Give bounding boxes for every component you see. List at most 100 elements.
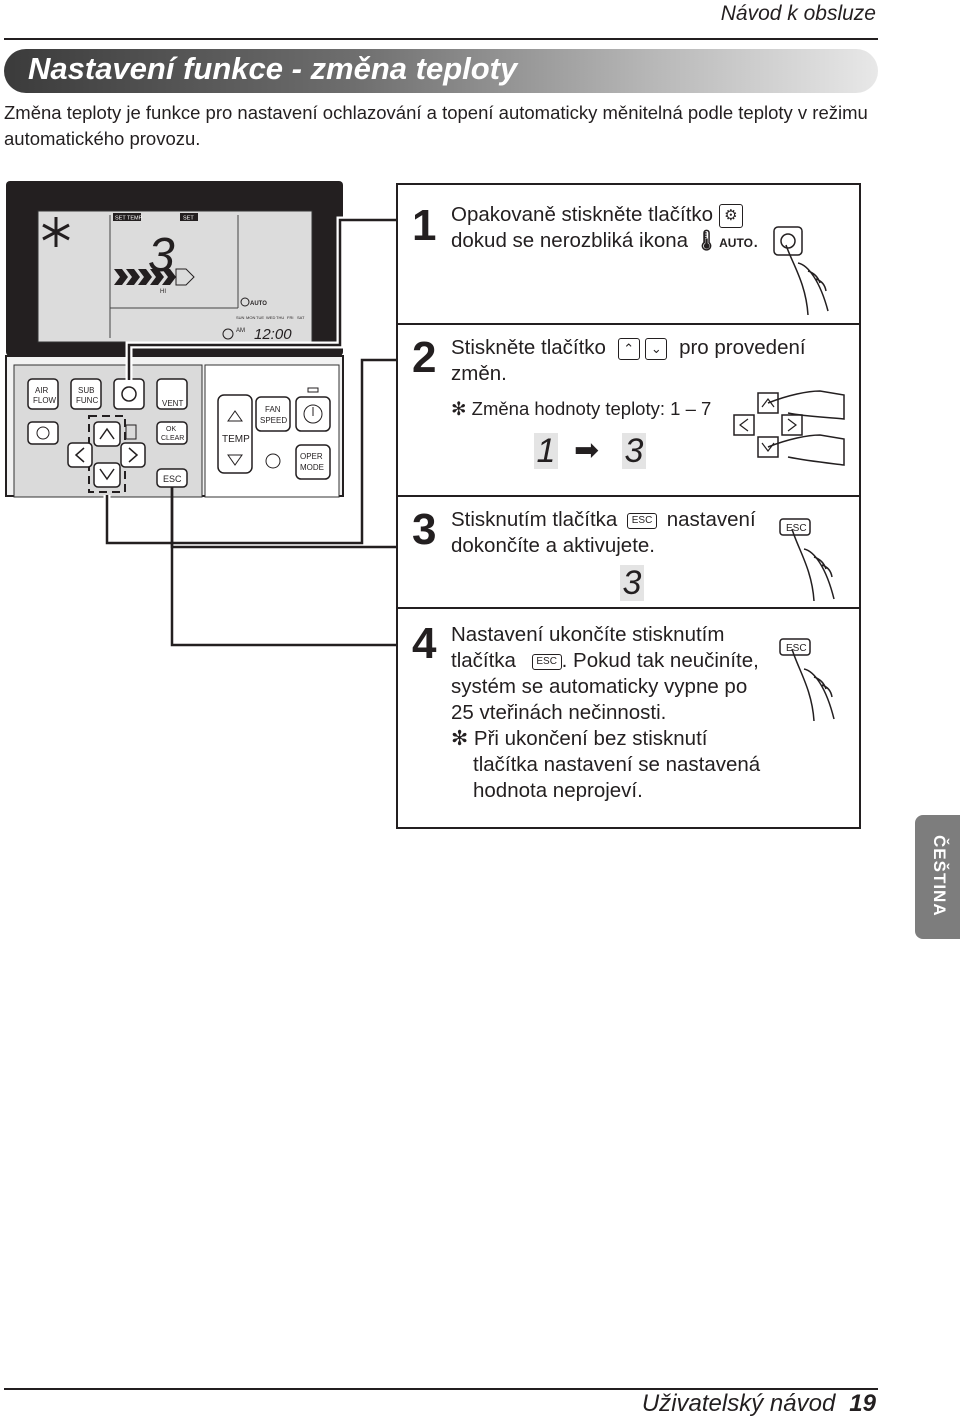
esc-label: ESC: [163, 474, 182, 484]
sensor-icon: [265, 453, 281, 469]
manual-title: Návod k obsluze: [720, 2, 876, 25]
footer-rule: [4, 1388, 878, 1390]
up-button: [93, 421, 121, 447]
left-button: [67, 442, 93, 468]
air-flow-label: AIR: [35, 386, 49, 395]
left-arrow-icon: [74, 447, 85, 463]
thermometer-icon: [240, 297, 250, 307]
intro-text: Změna teploty je funkce pro nastavení oc…: [4, 102, 868, 149]
to-value: 3: [622, 433, 646, 469]
day-sun: SUN: [236, 315, 245, 320]
day-mon: MON: [246, 315, 255, 320]
step-4-line-3: systém se automaticky vypne po: [451, 675, 748, 698]
power-indicator: [307, 387, 319, 393]
sub-func-label: SUB: [78, 386, 94, 395]
vent-button: [156, 378, 188, 410]
page-number: 19: [849, 1390, 876, 1417]
day-sat: SAT: [297, 315, 305, 320]
temp-up-icon: [227, 410, 243, 422]
settings-button: [113, 378, 145, 410]
step-4-line-1: Nastavení ukončíte stisknutím: [451, 623, 725, 646]
from-value: 1: [534, 433, 558, 469]
step-divider: [398, 323, 859, 325]
esc-key-icon: ESC: [531, 653, 562, 670]
gear-icon: [121, 386, 137, 402]
day-wed: WED: [266, 315, 275, 320]
esc-press-finger-icon: ESC: [779, 638, 835, 722]
step-4-line-2: tlačítka ESC. Pokud tak neučiníte,: [451, 649, 759, 672]
up-arrow-icon: [99, 427, 115, 440]
snowflake-bullet-icon: ✻: [451, 398, 467, 419]
down-button: [93, 462, 121, 488]
esc-key-icon: ESC: [627, 512, 658, 529]
step-4-line-4: 25 vteřinách nečinnosti.: [451, 701, 667, 724]
temp-down-icon: [227, 454, 243, 466]
day-thu: THU: [276, 315, 284, 320]
day-tue: TUE: [256, 315, 264, 320]
clear-label: CLEAR: [161, 435, 184, 442]
step-3-line-2: dokončíte a aktivujete.: [451, 534, 655, 557]
temp-label: TEMP: [222, 434, 250, 445]
ok-label: OK: [166, 426, 176, 433]
value-change-display: 1 ➡ 3: [534, 433, 724, 473]
step-1-number: 1: [412, 201, 437, 250]
footer-title: Uživatelský návod: [641, 1390, 836, 1417]
gear-key-icon: ⚙: [718, 203, 743, 228]
temp-rocker: [217, 394, 253, 474]
down-arrow-icon: [99, 468, 115, 481]
step-2-note: ✻ Změna hodnoty teploty: 1 – 7: [451, 398, 712, 419]
step-4-note-1: ✻ Při ukončení bez stisknutí: [451, 727, 708, 750]
set-label: SET: [183, 216, 194, 222]
step-3-value: 3: [620, 565, 644, 601]
air-flow-label-2: FLOW: [33, 396, 57, 405]
clock-icon: [222, 328, 234, 340]
step-4-note-2: tlačítka nastavení se nastavená: [473, 753, 761, 776]
fan-level-label: HI: [160, 289, 166, 295]
step-3-line-1: Stisknutím tlačítka ESC nastavení: [451, 508, 756, 531]
step-1-line-1: Opakovaně stiskněte tlačítko ⚙: [451, 202, 743, 228]
step-2-line-2: změn.: [451, 362, 507, 385]
section-title-bar: [4, 49, 878, 93]
auto-thermometer-icon: 🌡AUTO: [693, 230, 753, 252]
oper-mode-label: OPER: [300, 452, 323, 461]
fan-speed-button: [255, 396, 291, 432]
air-flow-button: [27, 378, 59, 410]
svg-text:ESC: ESC: [786, 643, 807, 654]
footer: Uživatelský návod 19: [642, 1390, 876, 1418]
pressing-finger-icon: [773, 226, 829, 316]
day-fri: FRI: [287, 315, 293, 320]
step-4-number: 4: [412, 619, 437, 668]
header-rule: [4, 38, 878, 40]
connector-lines: [103, 216, 398, 647]
vent-label: VENT: [162, 399, 183, 408]
fan-speed-label-2: SPEED: [260, 416, 287, 425]
right-button: [120, 442, 146, 468]
step-divider: [398, 607, 859, 609]
am-label: AM: [236, 328, 245, 334]
remote-controller-illustration: SET TEMP SET 3 HI AUTO SUN MON TUE WED T…: [5, 181, 398, 647]
sub-func-button: [70, 378, 102, 410]
arrow-keys-hands-icon: [733, 390, 845, 466]
ok-clear-button: [156, 421, 188, 445]
down-key-icon: ⌄: [645, 337, 668, 360]
step-1-line-2: dokud se nerozbliká ikona 🌡AUTO.: [451, 229, 759, 252]
svg-text:ESC: ESC: [786, 523, 807, 534]
fan-speed-label: FAN: [265, 405, 281, 414]
clock-button-icon: [36, 426, 50, 440]
lock-icon: [125, 424, 137, 440]
step-2-number: 2: [412, 333, 437, 382]
snowflake-icon: [42, 217, 70, 247]
fan-level-icon: [114, 269, 176, 285]
snowflake-bullet-icon: ✻: [451, 727, 469, 750]
language-tab-label: ČEŠTINA: [930, 835, 949, 917]
oper-mode-button: [295, 444, 331, 480]
oper-mode-label-2: MODE: [300, 463, 324, 472]
set-temp-label: SET TEMP: [115, 216, 143, 222]
step-divider: [398, 495, 859, 497]
up-key-icon: ⌃: [617, 337, 640, 360]
steps-panel: 1 Opakovaně stiskněte tlačítko ⚙ dokud s…: [396, 183, 861, 829]
step-2-line-1: Stiskněte tlačítko ⌃ ⌄ pro provedení: [451, 336, 806, 360]
right-arrow-icon: [128, 447, 139, 463]
section-title: Nastavení funkce - změna teploty: [28, 51, 518, 86]
step-4-note-3: hodnota neprojeví.: [473, 779, 643, 802]
